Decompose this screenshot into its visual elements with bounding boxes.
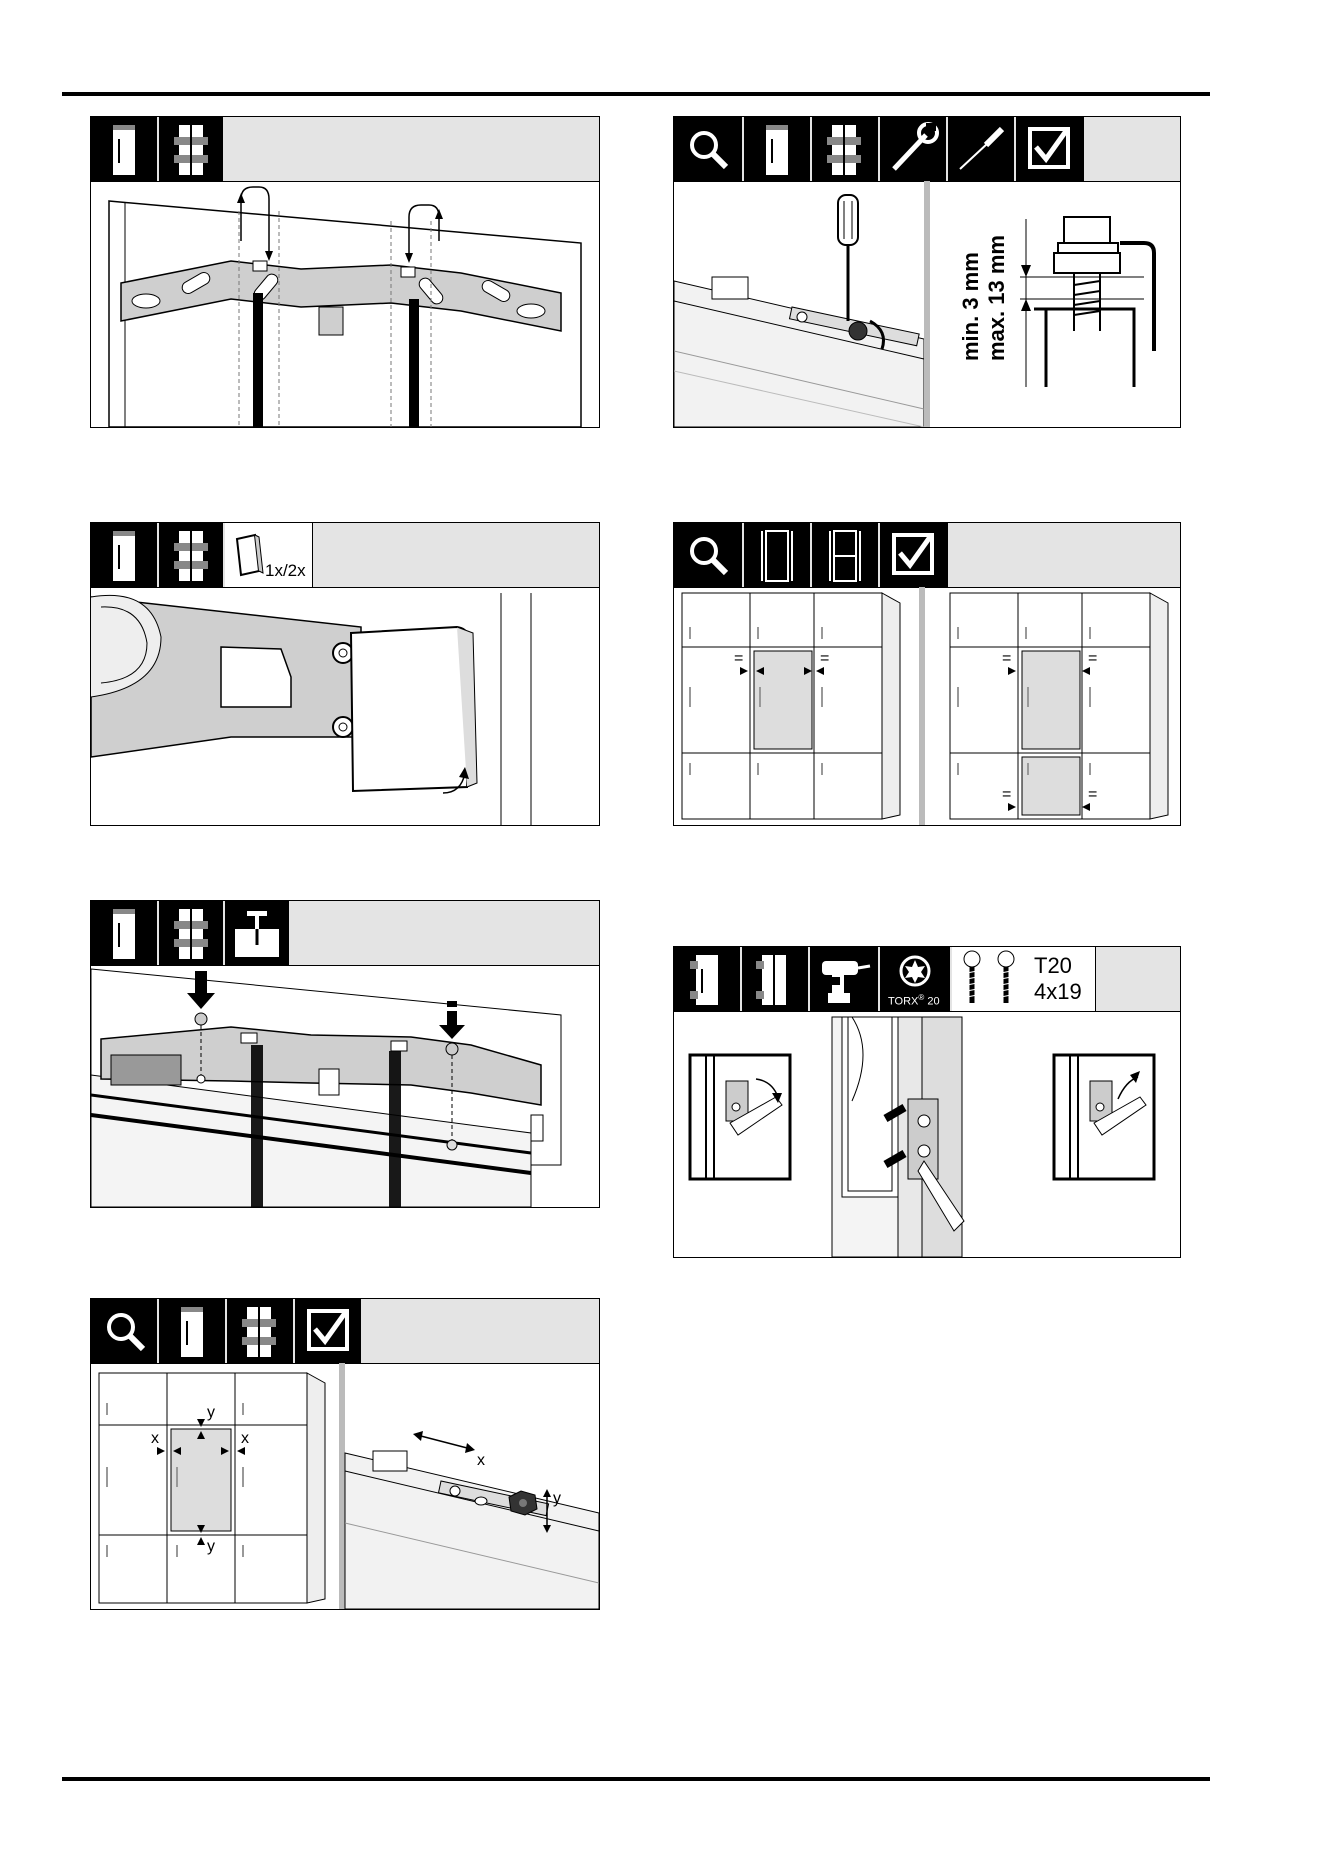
illustration-hinge-plate-mounting [91, 181, 599, 427]
illustration-hinge-screwing [674, 1011, 1180, 1257]
cabinet-grid: x x y y [99, 1373, 325, 1603]
magnifier-icon [91, 1299, 157, 1363]
door-panel-icon [159, 1299, 225, 1363]
panel-gap-check: = = [673, 522, 1181, 826]
equal-mark: = [1002, 650, 1011, 667]
hinged-door-panel-icon [159, 901, 223, 965]
cover-cap-quantity: 1x/2x [265, 561, 306, 581]
cover-cap-icon: 1x/2x [225, 523, 313, 587]
screw-into-board-icon [225, 901, 289, 965]
torx-label: TORX® 20 [888, 993, 940, 1008]
hinged-door-panel-icon [812, 117, 878, 181]
equal-mark: = [1088, 786, 1097, 803]
axis-x-label: x [151, 1430, 159, 1447]
checkmark-icon [295, 1299, 361, 1363]
door-edge-with-hinge [832, 1017, 964, 1257]
dim-max-label: max. 13 mm [984, 235, 1009, 361]
checkmark-icon [880, 523, 948, 587]
screwdriver-icon [948, 117, 1014, 181]
hinged-door-panel-icon [742, 947, 808, 1011]
screw-type-label: T20 [1034, 953, 1072, 979]
panel-height-adjustment: min. 3 mm max. 13 mm [673, 116, 1181, 428]
screw-size-label: 4x19 [1034, 979, 1082, 1005]
equal-mark: = [1002, 786, 1011, 803]
hinged-door-panel-icon [159, 523, 223, 587]
panel-header [91, 117, 599, 182]
illustration-gap-check: = = [674, 587, 1180, 825]
door-panel-icon [91, 901, 157, 965]
magnifier-icon [674, 117, 742, 181]
panel-cover-cap: 1x/2x [90, 522, 600, 826]
axis-y-label: y [207, 1538, 215, 1555]
door-panel-icon [91, 117, 157, 181]
hinged-door-panel-icon [227, 1299, 293, 1363]
dim-min-label: min. 3 mm [958, 252, 983, 361]
panel-header: 1x/2x [91, 523, 599, 588]
equal-mark: = [734, 650, 743, 667]
panel-header: TORX® 20 T20 4x19 [674, 947, 1180, 1012]
checkmark-icon [1016, 117, 1084, 181]
top-rule [62, 92, 1210, 96]
cabinet-grid-left: = = [682, 593, 900, 819]
screws-icon: T20 4x19 [952, 947, 1096, 1011]
axis-y-label: y [207, 1404, 215, 1421]
cordless-drill-icon [810, 947, 878, 1011]
detail-closed-hinge [1054, 1055, 1154, 1179]
hinge-detail: x y [345, 1431, 599, 1609]
door-panel-icon [674, 947, 740, 1011]
cabinet-grid-right: = = = = [950, 593, 1168, 819]
axis-x-label: x [477, 1452, 485, 1469]
door-panel-icon [744, 117, 810, 181]
axis-y-label: y [553, 1490, 561, 1507]
panel-side-adjustment: x x y y x [90, 1298, 600, 1610]
bottom-rule [62, 1777, 1210, 1781]
hinged-door-panel-icon [159, 117, 223, 181]
equal-mark: = [820, 650, 829, 667]
torx-bit-icon: TORX® 20 [880, 947, 950, 1011]
door-panel-icon [744, 523, 810, 587]
door-panel-icon [91, 523, 157, 587]
illustration-side-adjustment: x x y y x [91, 1363, 599, 1609]
panel-header [91, 901, 599, 966]
panel-hinge-plate-mounting [90, 116, 600, 428]
panel-header [674, 117, 1180, 182]
illustration-cover-cap [91, 587, 599, 825]
wrench-icon [880, 117, 946, 181]
hinged-door-panel-icon [812, 523, 878, 587]
magnifier-icon [674, 523, 742, 587]
panel-screw-fixing [90, 900, 600, 1208]
panel-header [91, 1299, 599, 1364]
panel-header [674, 523, 1180, 588]
axis-x-label: x [241, 1430, 249, 1447]
illustration-screw-fixing [91, 965, 599, 1207]
illustration-height-adjustment: min. 3 mm max. 13 mm [674, 181, 1180, 427]
equal-mark: = [1088, 650, 1097, 667]
detail-open-hinge [690, 1055, 790, 1179]
panel-hinge-screwing: TORX® 20 T20 4x19 [673, 946, 1181, 1258]
